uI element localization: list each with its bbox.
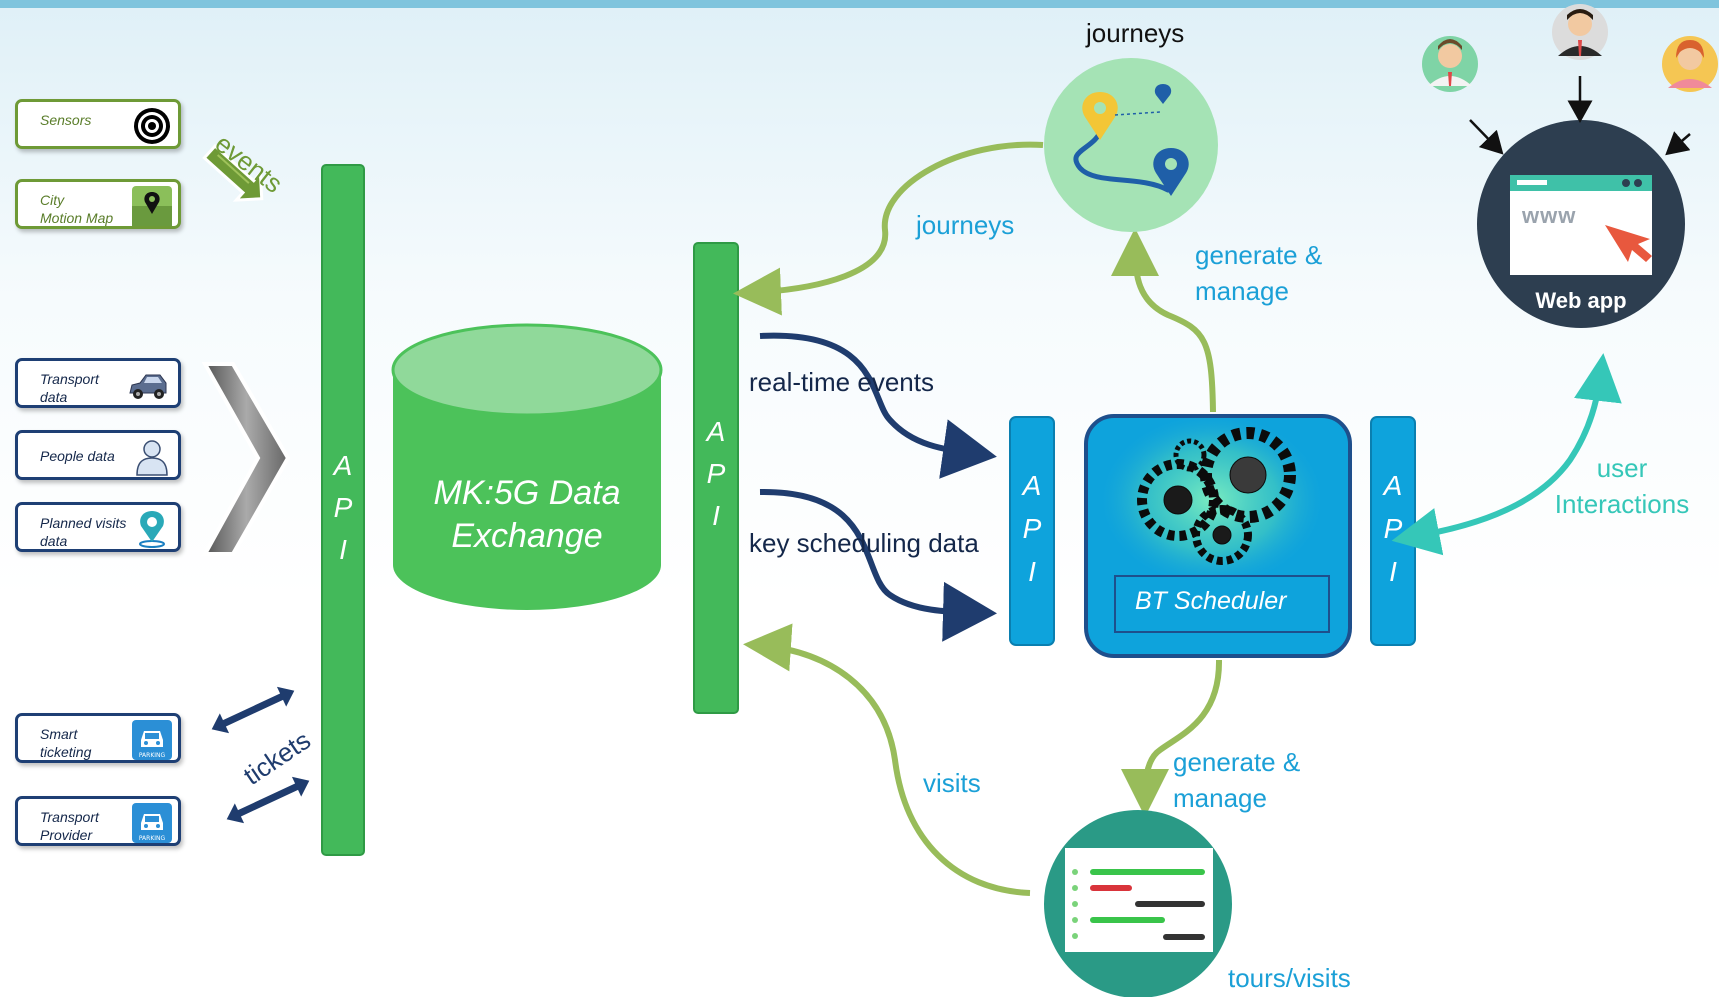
journeys-flow-label: journeys (916, 210, 1015, 240)
location-pin-icon (139, 511, 165, 548)
tours-visits-label: tours/visits (1228, 963, 1351, 993)
parking-icon: PARKING (132, 803, 172, 843)
generate-manage-bottom-label: generate & manage (1173, 747, 1301, 813)
user-arrow-right (1665, 131, 1691, 156)
source-label: Planned visits data (40, 515, 127, 549)
generate-journeys-arrow (1111, 228, 1216, 413)
tickets-arrow-upper (207, 682, 299, 738)
route-map-icon (1073, 84, 1189, 196)
source-transport-data: Transport data (15, 358, 181, 408)
www-text: www (1522, 203, 1577, 228)
user-interactions-label: user Interactions (1554, 453, 1690, 519)
gears-icon (1137, 427, 1296, 565)
api-sched-right-letter-p: P (1383, 513, 1403, 544)
exchange-title-line1: MK:5G Data (433, 474, 621, 512)
person-icon (136, 440, 168, 476)
api-bar-scheduler-left (1009, 416, 1055, 646)
journeys-title: journeys (1086, 18, 1185, 48)
api-sched-right-letter-i: I (1389, 556, 1397, 587)
car-icon (129, 374, 167, 399)
source-planned-visits: Planned visits data (15, 502, 181, 552)
scheduler-label-box (1114, 575, 1330, 633)
source-sensors: Sensors (15, 99, 181, 149)
exchange-title-line2: Exchange (451, 517, 603, 555)
scheduler-label: BT Scheduler (1135, 587, 1287, 615)
api-sched-left-letter-a: A (1022, 470, 1042, 501)
source-label: People data (40, 448, 115, 464)
api-bar-mid (693, 242, 739, 714)
key-scheduling-label: key scheduling data (749, 528, 979, 558)
source-label: Transport data (40, 371, 99, 405)
tickets-arrow-lower (222, 772, 314, 828)
api-left-letter-a: A (333, 450, 353, 481)
user-arrow-left (1469, 119, 1504, 155)
web-app-label: Web app (1535, 288, 1627, 313)
source-people-data: People data (15, 430, 181, 480)
source-transport-provider: Transport Provider PARKING (15, 796, 181, 846)
source-label: Sensors (40, 112, 92, 128)
api-left-letter-p: P (333, 492, 353, 523)
api-left-letter-i: I (339, 534, 347, 565)
generate-manage-top-label: generate & manage (1195, 240, 1323, 306)
source-city-motion-map: City Motion Map (15, 179, 181, 229)
parking-text: PARKING (139, 752, 166, 759)
key-scheduling-arrow (759, 488, 997, 642)
visits-label: visits (923, 768, 981, 798)
api-mid-letter-a: A (706, 416, 726, 447)
source-smart-ticketing: Smart ticketing PARKING (15, 713, 181, 763)
user-avatar-right (1662, 36, 1718, 92)
api-sched-right-letter-a: A (1383, 470, 1403, 501)
journeys-flow-arrow (733, 141, 1044, 316)
user-avatar-left (1422, 36, 1478, 92)
source-label: City Motion Map (40, 192, 114, 226)
schedule-chart-icon (1065, 848, 1213, 952)
ingest-chevron (201, 362, 291, 556)
api-sched-left-letter-i: I (1028, 556, 1036, 587)
top-accent-bar (0, 0, 1719, 8)
events-arrow (202, 143, 264, 202)
source-label: Smart ticketing (40, 726, 92, 760)
realtime-events-label: real-time events (749, 367, 934, 397)
api-sched-left-letter-p: P (1022, 513, 1042, 544)
target-icon (134, 108, 170, 144)
browser-icon (1510, 175, 1652, 275)
source-label: Transport Provider (40, 809, 99, 843)
parking-text: PARKING (139, 835, 166, 842)
map-pin-icon (132, 186, 172, 226)
generate-tours-arrow (1121, 659, 1223, 817)
api-mid-letter-i: I (712, 500, 720, 531)
api-bar-left (321, 164, 365, 856)
journeys-circle (1044, 58, 1218, 232)
parking-icon: PARKING (132, 720, 172, 760)
api-mid-letter-p: P (706, 458, 726, 489)
user-avatar-center (1552, 4, 1608, 60)
realtime-events-arrow (759, 332, 997, 479)
visits-flow-arrow (743, 623, 1031, 896)
data-exchange-cylinder (391, 323, 663, 610)
user-interactions-arrow (1391, 353, 1622, 556)
